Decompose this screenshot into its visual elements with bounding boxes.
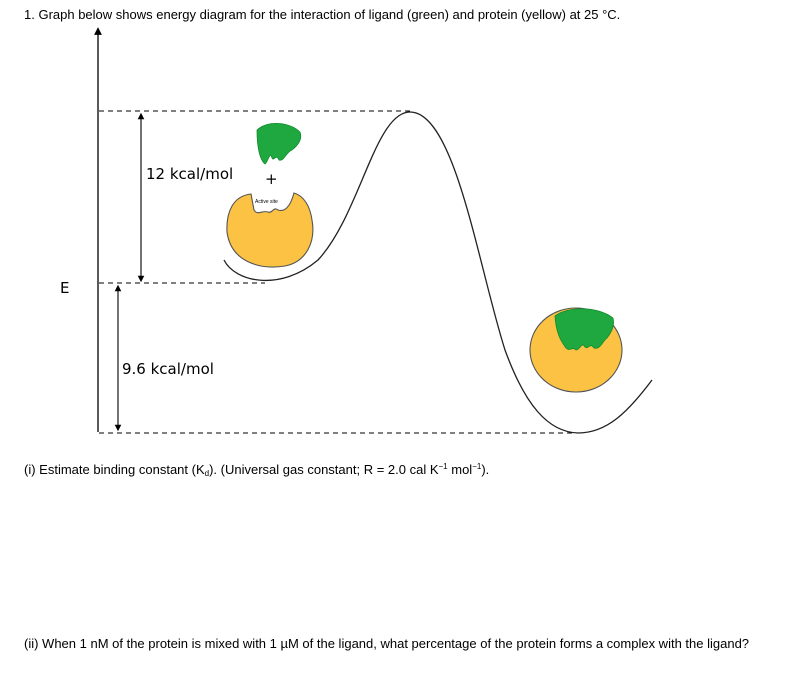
plus-sign: + <box>265 170 278 188</box>
sub-question-1: (i) Estimate binding constant (Kd). (Uni… <box>24 462 490 478</box>
activation-energy-label: 12 kcal/mol <box>146 165 233 183</box>
question-title: 1. Graph below shows energy diagram for … <box>24 7 621 22</box>
active-site-label: Active site <box>255 199 278 205</box>
binding-energy-label: 9.6 kcal/mol <box>122 360 214 378</box>
ligand-free <box>256 123 302 165</box>
ligand-bound <box>554 308 614 351</box>
axis-label-e: E <box>60 279 69 297</box>
energy-curve <box>223 111 653 434</box>
protein-free <box>226 192 314 268</box>
sub-question-2: (ii) When 1 nM of the protein is mixed w… <box>24 636 750 651</box>
